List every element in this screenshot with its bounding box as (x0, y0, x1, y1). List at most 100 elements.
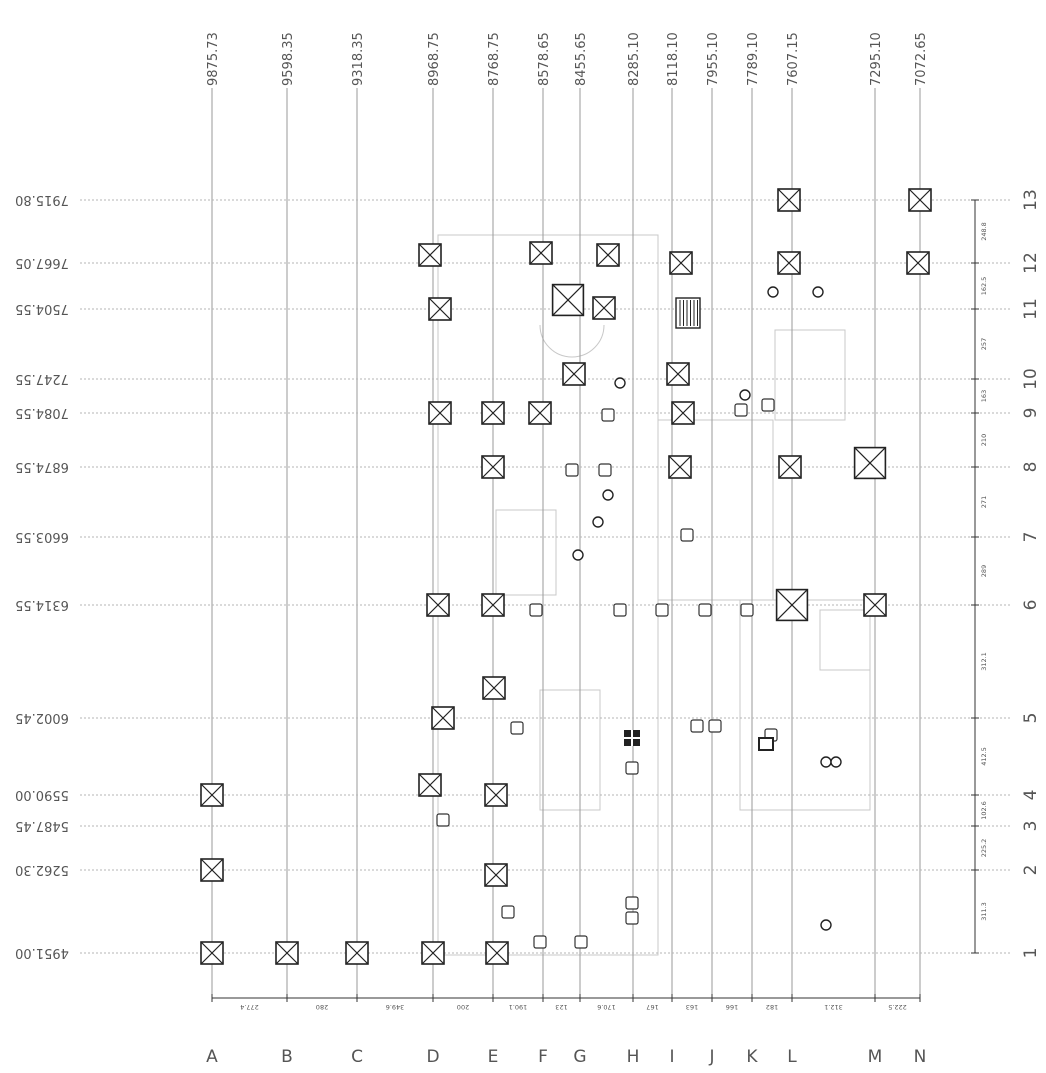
column-marker (596, 243, 620, 267)
column-marker (666, 362, 690, 386)
dim-x-1: 280 (316, 1003, 328, 1011)
dim-y-0: 311.3 (980, 902, 988, 921)
grid-coord-4: 5590.00 (15, 787, 69, 802)
column-marker (428, 401, 452, 425)
grid-coord-10: 7247.55 (15, 371, 69, 386)
column-marker (200, 858, 224, 882)
grid-coord-12: 7667.05 (15, 255, 69, 270)
dim-x-7: 167 (646, 1003, 658, 1011)
column-marker (668, 455, 692, 479)
dim-y-8: 163 (980, 390, 988, 402)
small-fixture (655, 603, 669, 617)
grid-number-7: 7 (1021, 532, 1041, 543)
dim-x-12: 222.5 (888, 1003, 907, 1011)
column-marker (485, 941, 509, 965)
small-fixture (708, 719, 722, 733)
grid-coord-h: 8285.10 (627, 32, 642, 86)
column-markers (200, 188, 932, 965)
sink-fixture (830, 756, 842, 768)
small-fixture (598, 463, 612, 477)
column-marker (528, 401, 552, 425)
column-marker (428, 297, 452, 321)
grid-letter-i: I (669, 1047, 674, 1067)
sink-fixture (602, 489, 614, 501)
small-fixture (734, 403, 748, 417)
small-fixture (529, 603, 543, 617)
column-marker (200, 783, 224, 807)
small-fixture (574, 935, 588, 949)
grid-number-6: 6 (1021, 600, 1041, 611)
column-marker (777, 251, 801, 275)
grid-number-3: 3 (1021, 821, 1041, 832)
dim-y-1: 225.2 (980, 839, 988, 858)
grid-letter-f: F (538, 1047, 548, 1067)
dim-x-0: 277.4 (240, 1003, 259, 1011)
grid-coord-8: 6874.55 (15, 459, 69, 474)
dim-x-10: 182 (766, 1003, 778, 1011)
stair-fixture (675, 297, 701, 329)
grid-coord-c: 9318.35 (351, 32, 366, 86)
grid-letter-l: L (787, 1047, 797, 1067)
grid-letter-j: J (708, 1047, 714, 1067)
dim-y-7: 210 (980, 434, 988, 446)
small-fixture (625, 761, 639, 775)
sink-fixture (820, 756, 832, 768)
dim-y-4: 312.1 (980, 652, 988, 671)
grid-coord-f: 8578.65 (537, 32, 552, 86)
column-marker (551, 283, 585, 317)
small-fixture (436, 813, 450, 827)
grid-letter-d: D (426, 1047, 439, 1067)
column-marker (778, 455, 802, 479)
grid-coord-6: 6314.55 (15, 597, 69, 612)
column-marker (426, 593, 450, 617)
dim-y-2: 102.6 (980, 801, 988, 820)
grid-number-9: 9 (1021, 408, 1041, 419)
grid-coord-11: 7504.55 (15, 301, 69, 316)
grid-coord-13: 7915.80 (15, 192, 69, 207)
grid-letter-a: A (206, 1047, 218, 1067)
column-marker (418, 773, 442, 797)
column-marker (592, 296, 616, 320)
grid-coord-k: 7789.10 (746, 32, 761, 86)
grid-coord-n: 7072.65 (914, 32, 929, 86)
small-fixture (533, 935, 547, 949)
column-marker (481, 593, 505, 617)
small-fixture (501, 905, 515, 919)
column-marker (275, 941, 299, 965)
small-fixtures (436, 286, 842, 949)
sink-fixture (572, 549, 584, 561)
grid-letter-c: C (351, 1047, 363, 1067)
dim-x-8: 163 (686, 1003, 698, 1011)
grid-coord-5: 6002.45 (15, 710, 69, 725)
sink-fixture (592, 516, 604, 528)
grid-number-1: 1 (1021, 948, 1041, 959)
grid-coord-b: 9598.35 (281, 32, 296, 86)
column-marker (431, 706, 455, 730)
column-marker (529, 241, 553, 265)
dim-x-5: 123 (555, 1003, 567, 1011)
dim-y-5: 289 (980, 565, 988, 577)
grid-letter-g: G (573, 1047, 586, 1067)
grid-number-13: 13 (1021, 189, 1041, 211)
dim-x-11: 312.1 (824, 1003, 843, 1011)
dim-y-11: 248.8 (980, 222, 988, 241)
grid-number-4: 4 (1021, 790, 1041, 801)
sink-fixture (812, 286, 824, 298)
grid-coord-1: 4951.00 (15, 945, 69, 960)
small-fixture (625, 911, 639, 925)
dim-y-9: 257 (980, 338, 988, 350)
column-marker (777, 188, 801, 212)
sink-fixture (820, 919, 832, 931)
dim-x-6: 170.6 (597, 1003, 616, 1011)
grid-lines (80, 88, 1010, 1000)
grid-letter-m: M (868, 1047, 883, 1067)
grid-letter-n: N (914, 1047, 927, 1067)
grid-letter-h: H (627, 1047, 640, 1067)
small-fixture (698, 603, 712, 617)
sink-fixture (739, 389, 751, 401)
small-fixture (601, 408, 615, 422)
column-marker (421, 941, 445, 965)
